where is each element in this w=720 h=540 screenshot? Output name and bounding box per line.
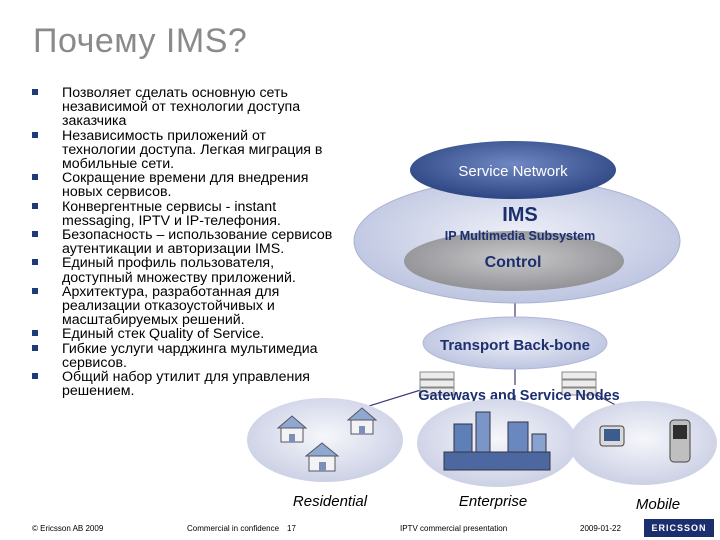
bullet-square-icon — [32, 259, 38, 266]
bullet-square-icon — [32, 202, 38, 209]
control-label: Control — [485, 254, 542, 271]
bullet-square-icon — [32, 330, 38, 337]
smartphone-icon — [669, 419, 691, 463]
logo-text: ERICSSON — [651, 523, 707, 533]
footer-confidentiality: Commercial in confidence — [187, 524, 280, 533]
bullet-square-icon — [32, 231, 38, 238]
footer-copyright: © Ericsson AB 2009 — [32, 524, 104, 533]
mobile-ellipse — [569, 401, 717, 485]
slide-title: Почему IMS? — [33, 22, 248, 60]
bullet-text: Гибкие услуги чарджинга мультимедиа серв… — [62, 340, 318, 371]
bullet-item: Единый стек Quality of Service. — [30, 326, 340, 343]
bullet-text: Единый стек Quality of Service. — [62, 326, 265, 343]
bullet-item: Общий набор утилит для управления решени… — [30, 370, 340, 398]
bullet-item: Единый профиль пользователя, доступный м… — [30, 255, 340, 286]
ericsson-logo: ERICSSON — [644, 519, 714, 537]
bullet-square-icon — [32, 131, 38, 138]
bullet-item: Гибкие услуги чарджинга мультимедиа серв… — [30, 342, 340, 370]
house-icon — [276, 415, 308, 443]
gateways-label: Gateways and Service Nodes — [418, 388, 620, 404]
bullet-text: Безопасность – использование сервисов ау… — [62, 227, 333, 258]
ims-label: IMS — [502, 204, 538, 226]
service-network-ellipse — [410, 141, 616, 199]
bullet-square-icon — [32, 174, 38, 181]
bullet-text: Единый профиль пользователя, доступный м… — [62, 255, 296, 286]
bullet-square-icon — [32, 344, 38, 351]
footer-date: 2009-01-22 — [580, 524, 621, 533]
enterprise-label: Enterprise — [459, 493, 527, 510]
bullet-text: Общий набор утилит для управления решени… — [62, 369, 310, 400]
bullet-list: Позволяет сделать основную сеть независи… — [30, 86, 340, 398]
mobile-phone-icon — [599, 425, 625, 447]
residential-label: Residential — [293, 493, 368, 510]
bullet-text: Независимость приложений от технологии д… — [62, 127, 323, 173]
bullet-item: Конвергентные сервисы - instant messagin… — [30, 198, 340, 229]
mobile-label: Mobile — [636, 496, 680, 513]
bullet-item: Архитектура, разработанная для реализаци… — [30, 285, 340, 328]
footer-page-number: 17 — [287, 524, 296, 533]
footer-presentation-title: IPTV commercial presentation — [400, 524, 508, 533]
bullet-item: Сокращение времени для внедрения новых с… — [30, 170, 340, 201]
bullet-item: Независимость приложений от технологии д… — [30, 127, 340, 173]
control-ellipse — [404, 231, 624, 291]
bullet-square-icon — [32, 287, 38, 294]
office-building-icon — [443, 411, 551, 471]
transport-backbone-ellipse — [422, 316, 608, 370]
service-node-server-icon — [561, 371, 597, 396]
transport-label: Transport Back-bone — [440, 337, 590, 354]
ims-subtitle-label: IP Multimedia Subsystem — [445, 229, 596, 243]
bullet-text: Архитектура, разработанная для реализаци… — [62, 283, 280, 329]
house-icon — [304, 442, 340, 472]
bullet-text: Позволяет сделать основную сеть независи… — [62, 85, 301, 130]
service-network-label: Service Network — [458, 163, 568, 180]
bullet-square-icon — [32, 373, 38, 380]
house-icon — [346, 407, 378, 435]
bullet-item: Позволяет сделать основную сеть независи… — [30, 86, 340, 129]
bullet-item: Безопасность – использование сервисов ау… — [30, 228, 340, 256]
bullet-text: Конвергентные сервисы - instant messagin… — [62, 198, 281, 229]
bullet-text: Сокращение времени для внедрения новых с… — [62, 170, 309, 201]
gateway-server-icon — [419, 371, 455, 396]
bullet-square-icon — [32, 89, 38, 95]
enterprise-ellipse — [417, 399, 577, 487]
